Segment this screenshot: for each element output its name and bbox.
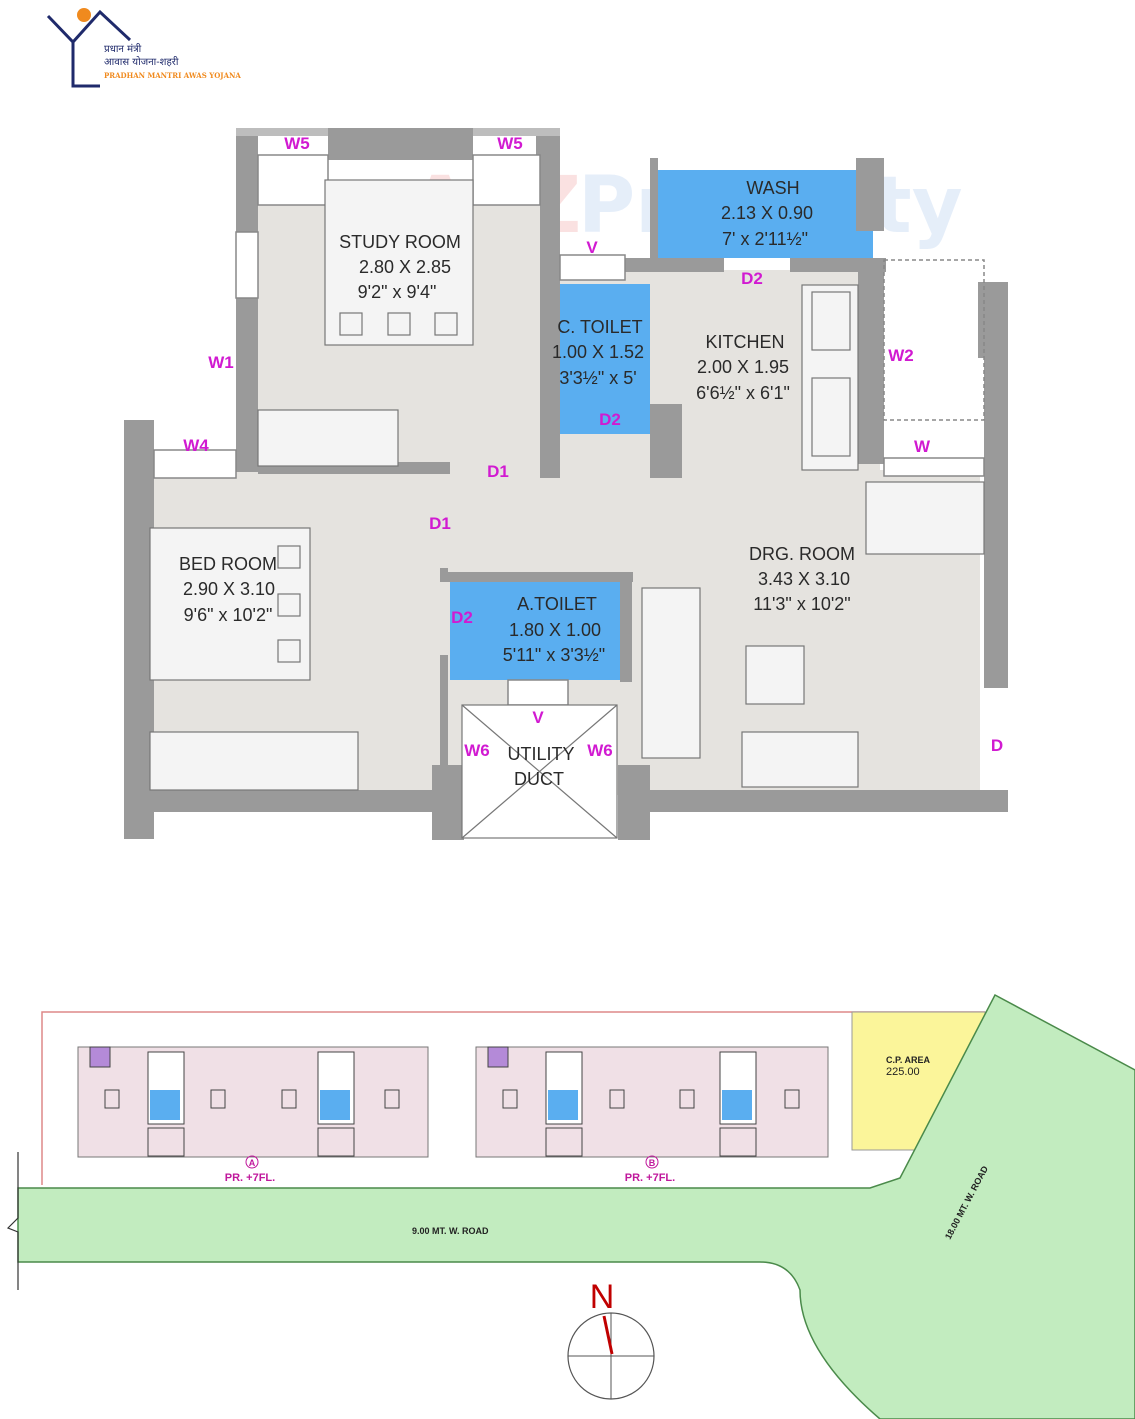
cp-area-value: 225.00 — [886, 1066, 920, 1078]
tag-w5-right: W5 — [497, 134, 523, 153]
wash-imperial: 7' x 2'11½" — [722, 229, 808, 249]
cp-area-label: C.P. AREA — [886, 1055, 931, 1065]
tag-d2-a-toilet: D2 — [451, 608, 473, 627]
building-a: A PR. +7FL. — [77, 1046, 429, 1184]
building-b-floors: PR. +7FL. — [625, 1172, 675, 1184]
wash-metric: 2.13 X 0.90 — [721, 203, 813, 223]
room-labels: STUDY ROOM 2.80 X 2.85 9'2" x 9'4" WASH … — [179, 178, 855, 789]
c-toilet-name: C. TOILET — [557, 317, 642, 337]
tag-d1-top: D1 — [487, 462, 509, 481]
site-plan: C.P. AREA 225.00 A PR. +7FL. B PR. — [6, 993, 1135, 1419]
opening-tags: W5 W5 V D2 W1 W2 D2 W4 W D1 D1 D2 V W6 W… — [183, 134, 1003, 760]
furniture — [149, 179, 985, 839]
utility-line2: DUCT — [514, 769, 564, 789]
tag-w: W — [914, 437, 931, 456]
a-toilet-metric: 1.80 X 1.00 — [509, 620, 601, 640]
north-arrow-icon: N — [567, 1278, 655, 1400]
building-b-label: B — [649, 1158, 656, 1168]
window-frames — [153, 154, 985, 706]
road-main-label: 9.00 MT. W. ROAD — [412, 1226, 489, 1236]
bed-room-metric: 2.90 X 3.10 — [183, 579, 275, 599]
tag-d2-c-toilet: D2 — [599, 410, 621, 429]
tag-w5-left: W5 — [284, 134, 310, 153]
tag-w2: W2 — [888, 346, 914, 365]
floor-plan: प्रधान मंत्री आवास योजना-शहरी PRADHAN MA… — [46, 8, 1008, 840]
wash-area — [658, 170, 873, 258]
bed-wardrobe — [149, 731, 359, 791]
a-toilet-name: A.TOILET — [517, 594, 597, 614]
logo-line2: आवास योजना-शहरी — [104, 56, 179, 68]
study-room-name: STUDY ROOM — [339, 232, 461, 252]
tag-w6-right: W6 — [587, 741, 613, 760]
dining-table — [865, 481, 985, 555]
drg-room-imperial: 11'3" x 10'2" — [753, 594, 850, 614]
building-b: B PR. +7FL. — [475, 1046, 829, 1184]
tag-v-bottom: V — [532, 708, 544, 727]
building-b-marker — [645, 1155, 659, 1169]
north-label: N — [590, 1278, 615, 1316]
drg-room-name: DRG. ROOM — [749, 544, 855, 564]
a-toilet-area — [450, 580, 630, 680]
pmay-logo: प्रधान मंत्री आवास योजना-शहरी PRADHAN MA… — [46, 8, 241, 88]
utility-line1: UTILITY — [507, 744, 574, 764]
road — [17, 993, 1135, 1419]
sun-icon — [77, 8, 91, 22]
site-boundary — [41, 1011, 985, 1185]
tag-v-top: V — [586, 238, 598, 257]
tag-d1-left: D1 — [429, 514, 451, 533]
drg-room-metric: 3.43 X 3.10 — [758, 569, 850, 589]
building-a-label: A — [249, 1158, 256, 1168]
building-a-floors: PR. +7FL. — [225, 1172, 275, 1184]
bed-room-imperial: 9'6" x 10'2" — [184, 605, 273, 625]
tag-d2-kitchen: D2 — [741, 269, 763, 288]
tv-unit — [741, 731, 859, 788]
kitchen-imperial: 6'6½" x 6'1" — [696, 383, 790, 403]
logo-line3: PRADHAN MANTRI AWAS YOJANA — [104, 71, 241, 80]
sofa — [641, 587, 701, 759]
coffee-table — [745, 645, 805, 705]
c-toilet-area — [550, 284, 650, 434]
wash-name: WASH — [746, 178, 799, 198]
kitchen-name: KITCHEN — [705, 332, 784, 352]
study-wardrobe — [257, 409, 399, 467]
tag-w4: W4 — [183, 436, 209, 455]
building-a-marker — [245, 1155, 259, 1169]
c-toilet-metric: 1.00 X 1.52 — [552, 342, 644, 362]
a-toilet-imperial: 5'11" x 3'3½" — [503, 645, 605, 665]
tag-w6-left: W6 — [464, 741, 490, 760]
bed-room-name: BED ROOM — [179, 554, 277, 574]
kitchen-metric: 2.00 X 1.95 — [697, 357, 789, 377]
tag-d: D — [991, 736, 1003, 755]
study-room-imperial: 9'2" x 9'4" — [358, 282, 437, 302]
c-toilet-imperial: 3'3½" x 5' — [559, 368, 636, 388]
logo-line1: प्रधान मंत्री — [104, 43, 142, 55]
tag-w1: W1 — [208, 353, 234, 372]
study-room-metric: 2.80 X 2.85 — [359, 257, 451, 277]
road-break-icon — [6, 1152, 19, 1290]
